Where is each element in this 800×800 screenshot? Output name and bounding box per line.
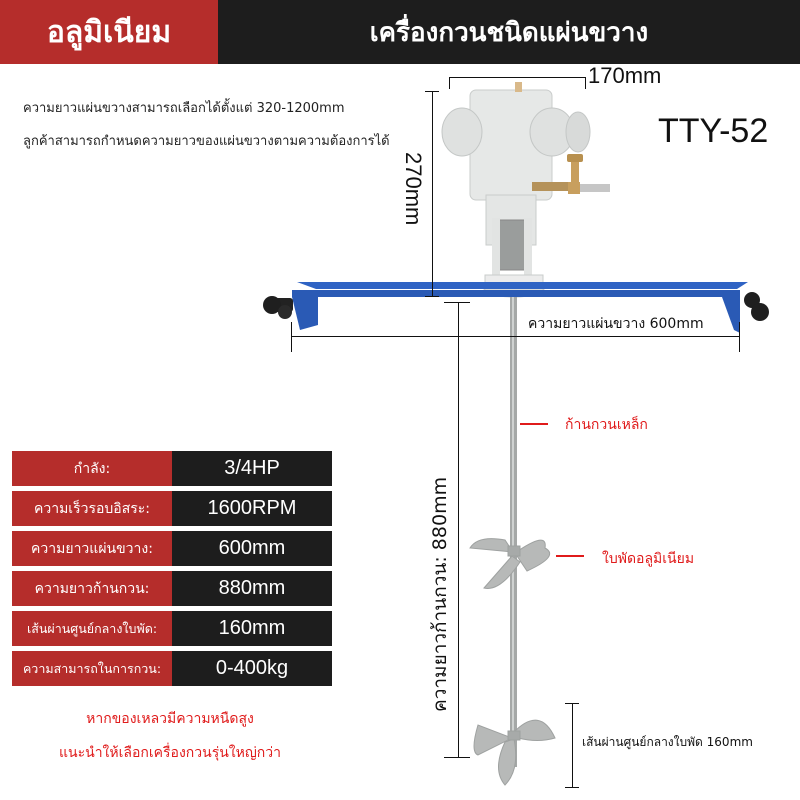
spec-row: เส้นผ่านศูนย์กลางใบพัด: 160mm	[12, 611, 332, 646]
spec-value: 600mm	[172, 531, 332, 566]
width-dimension-line	[449, 77, 586, 78]
shaft-dimension-tick	[444, 757, 470, 758]
width-dimension-tick	[585, 77, 586, 89]
plate-length-label: ความยาวแผ่นขวาง 600mm	[528, 316, 704, 332]
impeller-diameter-label: เส้นผ่านศูนย์กลางใบพัด 160mm	[582, 735, 753, 749]
spec-label: ความเร็วรอบอิสระ:	[12, 491, 172, 526]
spec-value: 1600RPM	[172, 491, 332, 526]
spec-label: ความยาวก้านกวน:	[12, 571, 172, 606]
impeller-dimension-line	[572, 703, 573, 788]
spec-value: 880mm	[172, 571, 332, 606]
height-dimension-line	[432, 91, 433, 297]
impeller-dimension-tick	[565, 703, 579, 704]
plate-dimension-tick	[291, 322, 292, 352]
air-valve	[532, 154, 610, 194]
warning-line-1: หากของเหลวมีความหนืดสูง	[86, 711, 254, 727]
width-dimension-tick	[449, 77, 450, 89]
impeller-dimension-tick	[565, 787, 579, 788]
note-plate-range: ความยาวแผ่นขวางสามารถเลือกได้ตั้งแต่ 320…	[23, 101, 345, 116]
spec-label: กำลัง:	[12, 451, 172, 486]
shaft-length-label: ความยาวก้านกวน: 880mm	[429, 476, 451, 712]
shaft-callout: ก้านกวนเหล็ก	[565, 417, 648, 433]
spec-row: ความยาวแผ่นขวาง: 600mm	[12, 531, 332, 566]
motor-width-label: 170mm	[588, 63, 662, 88]
model-number: TTY-52	[658, 112, 769, 150]
height-dimension-tick	[425, 91, 439, 92]
motor-height-label: 270mm	[401, 152, 426, 226]
spec-row: ความเร็วรอบอิสระ: 1600RPM	[12, 491, 332, 526]
height-dimension-tick	[425, 296, 439, 297]
spec-value: 0-400kg	[172, 651, 332, 686]
upper-impeller	[469, 538, 550, 589]
spec-label: ความยาวแผ่นขวาง:	[12, 531, 172, 566]
spec-value: 160mm	[172, 611, 332, 646]
plate-dimension-tick	[739, 322, 740, 352]
note-custom-length: ลูกค้าสามารถกำหนดความยาวของแผ่นขวางตามคว…	[23, 134, 390, 149]
shaft-dimension-line	[458, 302, 459, 758]
spec-row: ความยาวก้านกวน: 880mm	[12, 571, 332, 606]
plate-dimension-line	[291, 336, 740, 337]
spec-row: กำลัง: 3/4HP	[12, 451, 332, 486]
spec-label: เส้นผ่านศูนย์กลางใบพัด:	[12, 611, 172, 646]
impeller-callout: ใบพัดอลูมิเนียม	[602, 551, 695, 567]
crossbar-plate	[263, 282, 769, 333]
spec-label: ความสามารถในการกวน:	[12, 651, 172, 686]
warning-line-2: แนะนำให้เลือกเครื่องกวนรุ่นใหญ่กว่า	[59, 745, 281, 761]
impeller-callout-line	[556, 555, 584, 557]
product-title: เครื่องกวนชนิดแผ่นขวาง	[218, 0, 800, 64]
lower-impeller	[473, 719, 556, 786]
shaft-callout-line	[520, 423, 548, 425]
spec-row: ความสามารถในการกวน: 0-400kg	[12, 651, 332, 686]
spec-value: 3/4HP	[172, 451, 332, 486]
shaft-dimension-tick	[444, 302, 470, 303]
material-banner: อลูมิเนียม	[0, 0, 218, 64]
